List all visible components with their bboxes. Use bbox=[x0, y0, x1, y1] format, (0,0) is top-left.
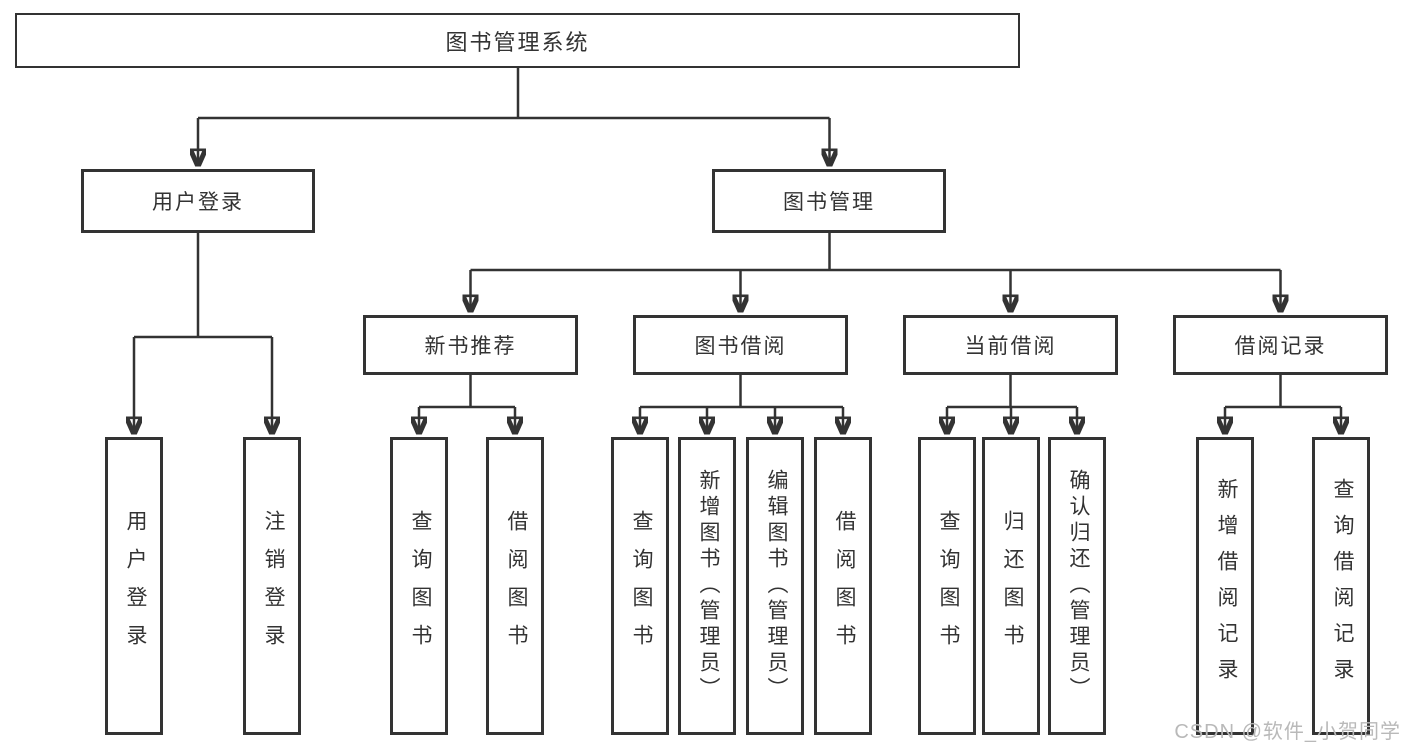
node-label: 图书管理 bbox=[783, 191, 875, 214]
node-label: 查询图书 bbox=[937, 510, 960, 662]
node-new-book-recommend: 新书推荐 bbox=[363, 315, 578, 375]
node-label: 查询图书 bbox=[630, 510, 653, 662]
node-label: 用户登录 bbox=[124, 510, 147, 662]
leaf-return-book: 归还图书 bbox=[982, 437, 1040, 735]
connector-current-borrow-group bbox=[947, 375, 1077, 433]
node-book-borrow: 图书借阅 bbox=[633, 315, 848, 375]
leaf-edit-book-admin: 编辑图书（管理员） bbox=[746, 437, 804, 735]
leaf-confirm-return-admin: 确认归还（管理员） bbox=[1048, 437, 1106, 735]
node-label: 新书推荐 bbox=[424, 335, 517, 358]
node-label: 借阅图书 bbox=[505, 510, 528, 662]
connector-book-management-to-level3 bbox=[471, 233, 1281, 311]
node-label: 图书借阅 bbox=[694, 335, 787, 358]
connector-book-borrow-group bbox=[640, 375, 843, 433]
leaf-query-book-recommend: 查询图书 bbox=[390, 437, 448, 735]
node-label: 确认归还（管理员） bbox=[1067, 469, 1090, 703]
leaf-query-borrow-record: 查询借阅记录 bbox=[1312, 437, 1370, 735]
node-book-management: 图书管理 bbox=[712, 169, 946, 233]
node-label: 注销登录 bbox=[262, 510, 285, 662]
node-user-login: 用户登录 bbox=[81, 169, 315, 233]
connector-user-login-group bbox=[134, 233, 272, 433]
node-label: 借阅图书 bbox=[833, 510, 856, 662]
leaf-query-book-current: 查询图书 bbox=[918, 437, 976, 735]
watermark: CSDN @软件_小贺同学 bbox=[1174, 721, 1401, 743]
node-label: 借阅记录 bbox=[1234, 335, 1327, 358]
leaf-user-login: 用户登录 bbox=[105, 437, 163, 735]
leaf-query-book-borrow: 查询图书 bbox=[611, 437, 669, 735]
node-label: 查询图书 bbox=[409, 510, 432, 662]
leaf-borrow-book-recommend: 借阅图书 bbox=[486, 437, 544, 735]
node-label: 归还图书 bbox=[1001, 510, 1024, 662]
node-label: 编辑图书（管理员） bbox=[765, 469, 788, 703]
node-label: 查询借阅记录 bbox=[1331, 478, 1354, 694]
leaf-logout: 注销登录 bbox=[243, 437, 301, 735]
connector-root-to-level2 bbox=[198, 68, 830, 165]
node-library-management-system: 图书管理系统 bbox=[15, 13, 1020, 68]
connector-new-book-recommend-group bbox=[419, 375, 515, 433]
node-label: 用户登录 bbox=[152, 191, 244, 214]
node-borrow-records: 借阅记录 bbox=[1173, 315, 1388, 375]
leaf-add-book-admin: 新增图书（管理员） bbox=[678, 437, 736, 735]
node-label: 新增图书（管理员） bbox=[697, 469, 720, 703]
leaf-borrow-book: 借阅图书 bbox=[814, 437, 872, 735]
leaf-add-borrow-record: 新增借阅记录 bbox=[1196, 437, 1254, 735]
node-label: 图书管理系统 bbox=[445, 29, 590, 55]
connector-borrow-records-group bbox=[1225, 375, 1341, 433]
node-current-borrow: 当前借阅 bbox=[903, 315, 1118, 375]
node-label: 当前借阅 bbox=[964, 335, 1057, 358]
node-label: 新增借阅记录 bbox=[1215, 478, 1238, 694]
